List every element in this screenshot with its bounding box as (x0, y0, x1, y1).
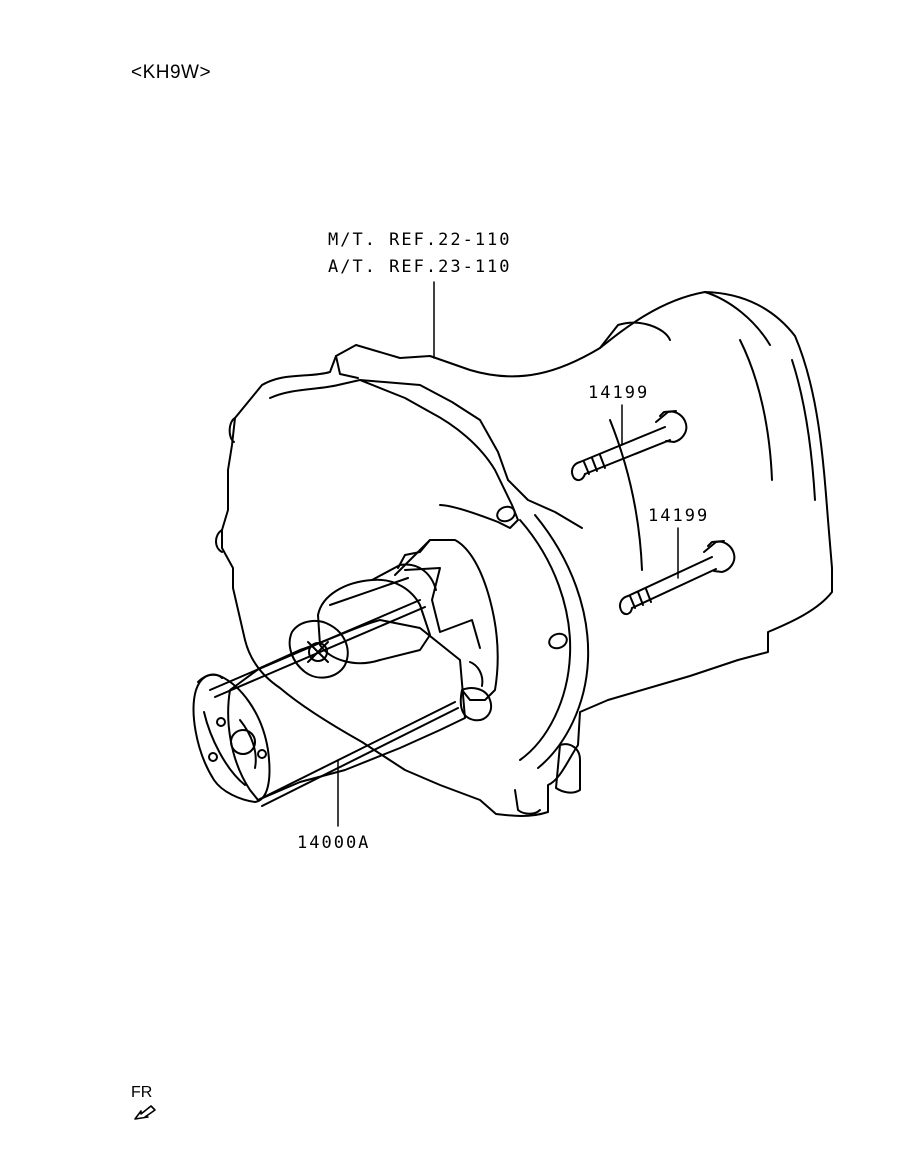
bell-housing-outline (221, 291, 833, 817)
starter-drive-housing (394, 539, 499, 701)
starter-solenoid (317, 578, 431, 665)
callout-ref-mt: M/T. REF.22-110 (328, 230, 512, 250)
starter-mounting-bolt (619, 540, 736, 616)
callout-starter: 14000A (297, 833, 371, 853)
model-code: <KH9W> (131, 62, 212, 83)
front-direction-arrow-icon (134, 1105, 156, 1120)
leader-lines (337, 281, 679, 827)
front-direction-label: FR (131, 1084, 153, 1101)
transmission-housing (215, 291, 833, 817)
callout-bolt-2: 14199 (648, 506, 710, 526)
callout-bolt-1: 14199 (588, 383, 650, 403)
starter-mounting-bolt (571, 410, 688, 482)
bell-flange-inner (269, 379, 519, 529)
solenoid-terminal (288, 619, 349, 679)
callout-ref-at: A/T. REF.23-110 (328, 257, 512, 277)
starter-motor (192, 539, 499, 807)
